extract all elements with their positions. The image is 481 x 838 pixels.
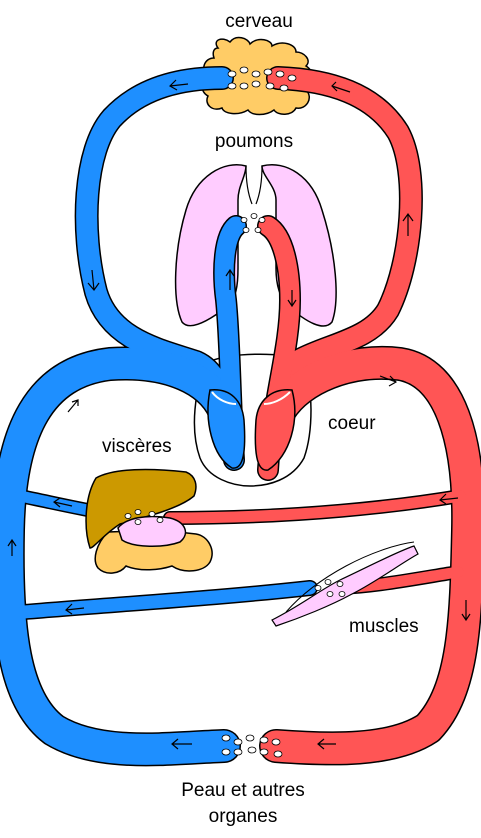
- muscle-organ: [271, 541, 419, 627]
- label-lungs: poumons: [215, 131, 293, 152]
- label-skin-line1: Peau et autres: [181, 780, 305, 801]
- label-muscles: muscles: [349, 616, 419, 637]
- flow-arrows: [7, 79, 471, 750]
- labels: cerveau poumons coeur viscères muscles P…: [102, 11, 419, 827]
- label-viscera: viscères: [102, 436, 172, 457]
- capillary-beds: [124, 66, 346, 758]
- label-heart: coeur: [328, 413, 376, 434]
- label-brain: cerveau: [225, 11, 293, 32]
- label-skin-line2: organes: [209, 806, 278, 827]
- viscera-organ: [85, 468, 213, 574]
- lungs-organ: [174, 164, 337, 327]
- heart-chambers: [207, 389, 296, 471]
